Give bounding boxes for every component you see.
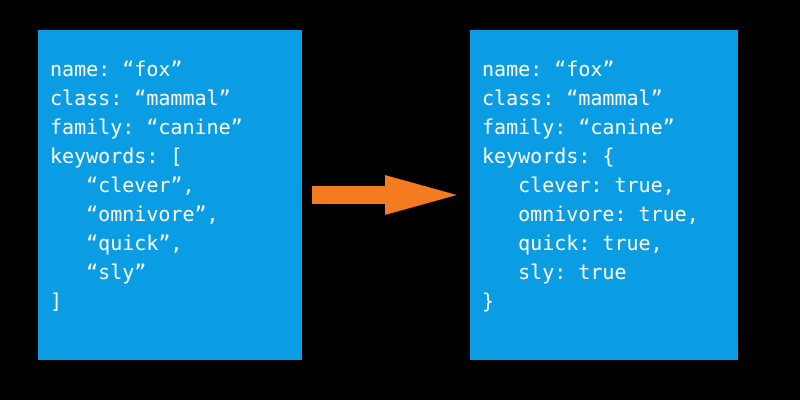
code-line: “sly” [50,260,147,284]
after-code-block: name: “fox” class: “mammal” family: “canin… [482,55,699,316]
code-line: “omnivore”, [50,202,219,226]
code-line: class: “mammal” [50,86,231,110]
code-line: clever: true, [482,173,675,197]
code-line: name: “fox” [482,57,615,81]
before-code-block: name: “fox” class: “mammal” family: “canin… [50,55,243,316]
code-line: } [482,289,495,313]
after-code-panel: name: “fox” class: “mammal” family: “canin… [470,30,738,360]
code-line: “clever”, [50,173,195,197]
code-line: sly: true [482,260,627,284]
code-line: ] [50,289,63,313]
code-line: class: “mammal” [482,86,663,110]
code-line: omnivore: true, [482,202,699,226]
code-line: keywords: { [482,144,615,168]
code-line: quick: true, [482,231,663,255]
code-line: family: “canine” [50,115,243,139]
transform-arrow [312,172,458,218]
code-line: “quick”, [50,231,183,255]
before-code-panel: name: “fox” class: “mammal” family: “canin… [38,30,302,360]
code-line: keywords: [ [50,144,183,168]
arrow-right-icon [312,175,457,215]
code-line: name: “fox” [50,57,183,81]
code-line: family: “canine” [482,115,675,139]
